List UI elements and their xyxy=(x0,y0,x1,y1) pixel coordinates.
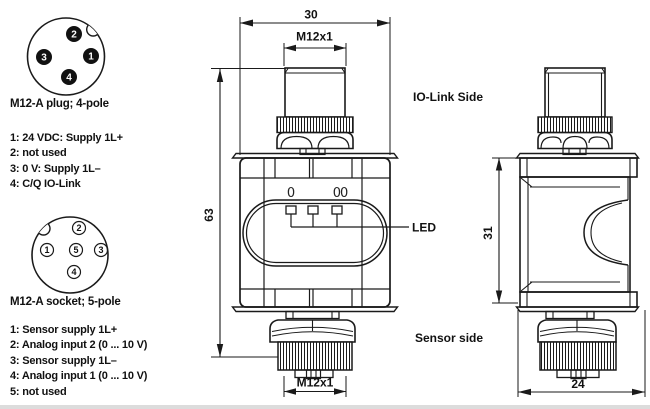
plug-assignment-3: 3: 0 V: Supply 1L– xyxy=(10,162,101,175)
dim-width-30: 30 xyxy=(304,8,318,22)
led-indicators xyxy=(285,205,409,228)
dim-height-31: 31 xyxy=(481,226,495,240)
led-2-icon xyxy=(307,205,319,215)
plug-assignment-1: 1: 24 VDC: Supply 1L+ xyxy=(10,131,123,144)
front-view-drawing: 0 00 xyxy=(211,17,409,397)
led-label: LED xyxy=(412,221,436,235)
socket-pin-assignments: 1: Sensor supply 1L+ 2: Analog input 2 (… xyxy=(10,323,147,401)
dim-thread-bottom: M12x1 xyxy=(297,376,334,390)
front-top-connector xyxy=(276,67,354,156)
dimension-arrows-front xyxy=(216,19,390,395)
socket-pin-1: 1 xyxy=(44,245,49,255)
plug-title: M12-A plug; 4-pole xyxy=(10,97,109,110)
led-3-icon xyxy=(331,205,343,215)
plug-pin-assignments: 1: 24 VDC: Supply 1L+ 2: not used 3: 0 V… xyxy=(10,131,123,193)
socket-assignment-4: 4: Analog input 1 (0 ... 10 V) xyxy=(10,370,148,382)
socket-assignment-1: 1: Sensor supply 1L+ xyxy=(10,323,117,336)
io-link-side-label: IO-Link Side xyxy=(413,90,483,104)
dimension-arrows-side xyxy=(495,158,645,396)
plug-pin-3: 3 xyxy=(41,53,47,64)
plug-pin-2: 2 xyxy=(71,30,77,41)
dim-width-24: 24 xyxy=(571,377,585,391)
front-housing-body xyxy=(231,152,399,313)
dim-height-63: 63 xyxy=(202,208,216,222)
side-bottom-connector xyxy=(537,310,617,380)
m12-socket-5pole-icon: 2 1 5 3 4 xyxy=(31,216,109,294)
page-bottom-strip xyxy=(0,404,650,409)
front-bottom-connector xyxy=(269,310,356,380)
socket-pin-2: 2 xyxy=(76,223,81,233)
plug-assignment-4: 4: C/Q IO-Link xyxy=(10,178,81,190)
side-housing-body xyxy=(515,152,640,313)
socket-title: M12-A socket; 5-pole xyxy=(10,295,121,308)
socket-assignment-3: 3: Sensor supply 1L– xyxy=(10,354,117,367)
socket-assignment-5: 5: not used xyxy=(10,385,67,398)
dim-thread-top: M12x1 xyxy=(296,30,333,44)
side-view-drawing xyxy=(492,67,646,397)
housing-marking-left: 0 xyxy=(287,186,295,201)
sensor-side-label: Sensor side xyxy=(415,331,483,345)
plug-assignment-2: 2: not used xyxy=(10,147,67,159)
socket-assignment-2: 2: Analog input 2 (0 ... 10 V) xyxy=(10,339,148,351)
socket-pin-5: 5 xyxy=(73,245,78,255)
housing-marking-right: 00 xyxy=(333,186,348,201)
led-1-icon xyxy=(285,205,297,215)
socket-pin-3: 3 xyxy=(98,245,103,255)
socket-pin-4: 4 xyxy=(71,267,76,277)
plug-pin-4: 4 xyxy=(66,73,72,84)
plug-pin-1: 1 xyxy=(88,52,94,63)
led-leader-line xyxy=(290,214,409,228)
m12-plug-4pole-icon: 2 3 1 4 xyxy=(26,17,106,96)
side-top-connector xyxy=(537,67,613,156)
